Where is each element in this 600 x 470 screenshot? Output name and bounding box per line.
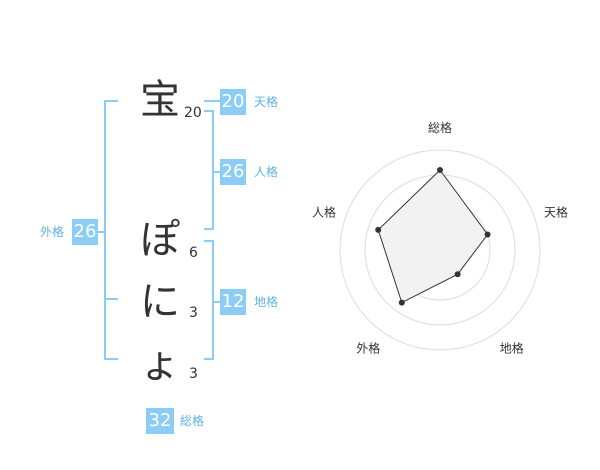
- jinkaku-label: 人格: [254, 165, 279, 179]
- gaikaku-bracket-bottom: [104, 358, 118, 360]
- name-char-2: ぽ: [140, 217, 180, 263]
- name-char-1: 宝: [140, 77, 180, 123]
- name-char-4: ょ: [140, 341, 180, 387]
- jinkaku-bracket-bottom: [204, 228, 214, 230]
- name-char-3: に: [140, 279, 180, 325]
- radar-axis-label: 地格: [500, 341, 524, 356]
- radar-axis-label: 天格: [544, 204, 568, 219]
- gaikaku-bracket-mid: [104, 298, 118, 300]
- gaikaku-bracket-top: [104, 100, 118, 102]
- tenkaku-value-box: 20: [220, 89, 246, 115]
- radar-data-polygon: [377, 169, 489, 304]
- gaikaku-bracket-vertical: [104, 100, 106, 360]
- radar-ring: [339, 149, 541, 351]
- stroke-count-4: 3: [189, 366, 198, 382]
- chikaku-bracket-bottom: [204, 358, 214, 360]
- radar-axis-label: 人格: [312, 204, 336, 219]
- tenkaku-label: 天格: [254, 95, 279, 109]
- radar-point: [398, 299, 405, 306]
- gaikaku-label: 外格: [40, 225, 65, 239]
- chikaku-label: 地格: [254, 295, 279, 309]
- radar-point: [454, 271, 461, 278]
- chikaku-connector: [212, 301, 220, 303]
- stroke-count-1: 20: [184, 105, 202, 121]
- chikaku-bracket-top: [204, 240, 214, 242]
- chikaku-bracket-vertical: [212, 240, 214, 360]
- jinkaku-bracket-top: [204, 110, 214, 112]
- radar-point: [437, 167, 443, 173]
- radar-axis-label: 総格: [428, 120, 452, 135]
- soukaku-value-box: 32: [146, 408, 174, 434]
- jinkaku-bracket-vertical: [212, 110, 214, 230]
- jinkaku-value-box: 26: [220, 159, 246, 185]
- gaikaku-value-box: 26: [72, 219, 98, 245]
- jinkaku-connector: [212, 171, 220, 173]
- tenkaku-connector: [204, 100, 220, 102]
- stroke-count-3: 3: [189, 305, 198, 321]
- radar-point: [375, 226, 382, 233]
- soukaku-label: 総格: [180, 414, 205, 428]
- gaikaku-connector: [98, 231, 104, 233]
- chikaku-value-box: 12: [220, 289, 246, 315]
- radar-points: [375, 167, 491, 306]
- stroke-count-2: 6: [189, 245, 198, 261]
- radar-point: [484, 231, 491, 238]
- radar-axis-label: 外格: [356, 341, 380, 356]
